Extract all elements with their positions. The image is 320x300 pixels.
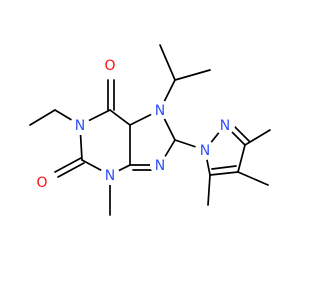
nitrogen-atom-isopropyl: N [150, 100, 170, 120]
molecule-drawing: O O N N N N N [29, 44, 271, 216]
nitrogen-atom-ethyl: N [70, 115, 90, 135]
svg-text:N: N [220, 118, 230, 134]
svg-text:N: N [105, 168, 115, 184]
svg-text:O: O [104, 58, 115, 74]
nitrogen-atom-bridge: N [150, 155, 170, 175]
svg-text:N: N [75, 118, 85, 134]
pyrazole-nitrogen-2: N [215, 115, 235, 135]
molecule-structure-diagram: O O N N N N N [29, 44, 271, 216]
svg-text:N: N [200, 143, 210, 159]
atom-labels: O O N N N N N [32, 55, 235, 192]
svg-text:N: N [155, 103, 165, 119]
oxygen-atom-top: O [100, 55, 120, 75]
svg-text:O: O [36, 175, 47, 191]
svg-text:N: N [155, 158, 165, 174]
bond-lines [29, 44, 271, 216]
pyrazole-nitrogen-1: N [195, 140, 215, 160]
oxygen-atom-left: O [32, 172, 52, 192]
nitrogen-atom-methyl: N [100, 165, 120, 185]
